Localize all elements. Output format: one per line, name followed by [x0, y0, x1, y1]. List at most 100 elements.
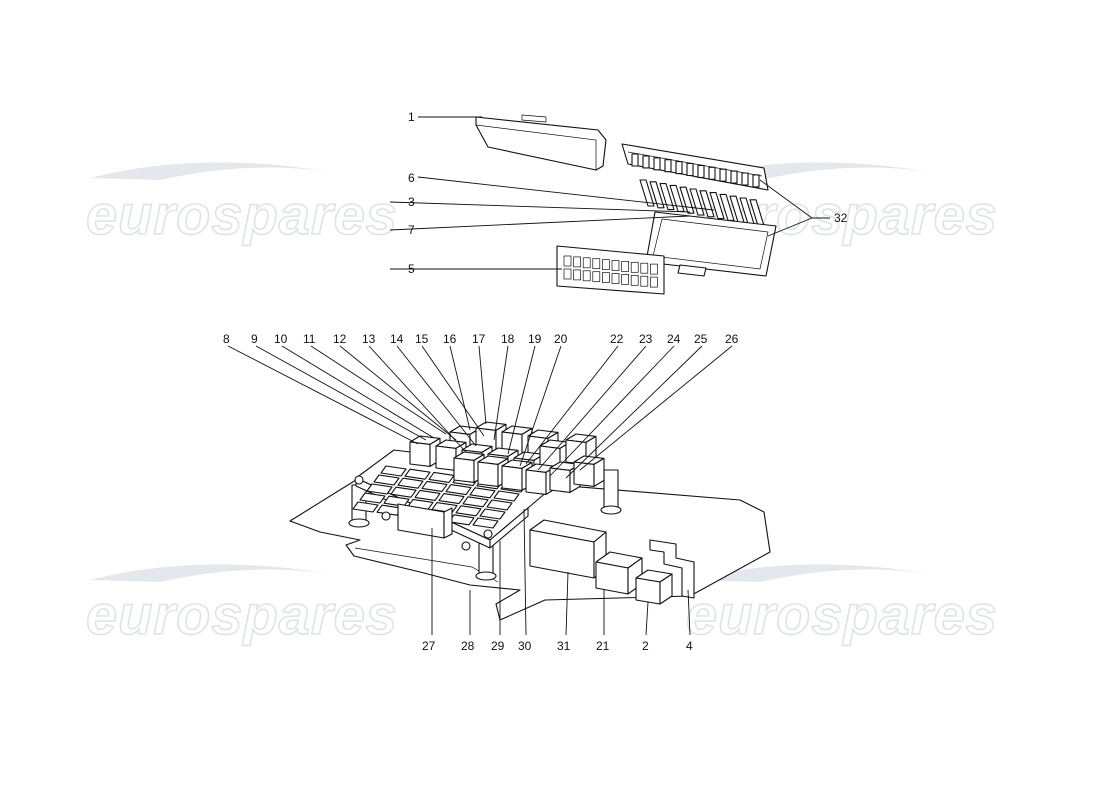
callout-14: 14: [390, 332, 404, 346]
fuse: [699, 190, 715, 218]
board-fuse: [455, 505, 482, 517]
fuse: [679, 186, 695, 214]
svg-text:eurospares: eurospares: [86, 583, 398, 646]
board-fuse: [469, 487, 496, 499]
board-fuse: [397, 477, 424, 489]
callout-7: 7: [408, 223, 415, 237]
leader-line: [255, 345, 427, 441]
label-cell: [582, 270, 591, 282]
callout-17: 17: [472, 332, 486, 346]
part-fuse-holder: [621, 143, 769, 191]
label-cell: [602, 272, 610, 283]
fuse: [649, 181, 665, 209]
leader-line: [579, 345, 733, 471]
callout-5: 5: [408, 262, 415, 276]
holder-slot: [675, 161, 683, 175]
label-cell: [573, 256, 581, 268]
callout-19: 19: [528, 332, 542, 346]
label-cell: [563, 268, 572, 280]
fuse: [659, 183, 675, 211]
relay: [501, 459, 533, 491]
board-fuse: [462, 496, 489, 508]
holder-slot: [730, 170, 738, 184]
board-fuse: [472, 517, 499, 529]
callout-21: 21: [596, 639, 610, 653]
leader-line: [368, 345, 467, 453]
callout-4: 4: [686, 639, 693, 653]
callout-25: 25: [694, 332, 708, 346]
holder-slot: [686, 162, 694, 177]
fuse: [639, 179, 655, 207]
callout-2: 2: [642, 639, 649, 653]
label-cell: [592, 258, 601, 270]
leader-line: [519, 345, 562, 467]
label-cell: [573, 269, 581, 281]
leader-line: [565, 345, 703, 479]
label-cell: [621, 274, 629, 285]
leader-line: [310, 345, 447, 435]
board-fuse: [373, 474, 400, 486]
callout-29: 29: [491, 639, 505, 653]
callout-22: 22: [610, 332, 624, 346]
label-cell: [640, 275, 649, 287]
watermark-top-left: eurospares: [85, 162, 398, 247]
part-relays: [409, 421, 605, 495]
label-cell: [640, 262, 649, 274]
part-fuse-tray: [645, 211, 777, 277]
leader-line: [493, 345, 509, 441]
relay: [573, 455, 605, 487]
board-fuse: [404, 468, 431, 480]
label-cell: [650, 276, 658, 288]
board-fuse: [352, 501, 379, 513]
board-fuse: [414, 489, 441, 501]
callout-28: 28: [461, 639, 475, 653]
leader-line: [281, 345, 435, 439]
callout-20: 20: [554, 332, 568, 346]
board-fuse: [445, 484, 472, 496]
leader-line: [421, 345, 485, 437]
svg-text:eurospares: eurospares: [686, 583, 998, 646]
label-cell: [611, 273, 620, 284]
leader-lines: [227, 116, 830, 636]
label-cell: [563, 255, 572, 267]
holder-slot: [642, 155, 650, 169]
label-cell: [621, 261, 629, 272]
callout-labels: 1 6 3 7 5 32 8 9 10 11 12 13 14 15 16 17…: [223, 110, 848, 653]
board-fuse: [493, 490, 520, 502]
callout-11: 11: [303, 332, 316, 346]
part-cover: [475, 114, 607, 171]
fuse: [719, 193, 735, 221]
part-bracket-4: [649, 539, 695, 599]
fuse: [709, 192, 725, 220]
leader-line: [396, 345, 477, 447]
callout-18: 18: [501, 332, 515, 346]
callout-15: 15: [415, 332, 429, 346]
leader-line: [549, 345, 675, 477]
callout-9: 9: [251, 332, 258, 346]
callout-27: 27: [422, 639, 436, 653]
label-cell: [630, 274, 639, 286]
callout-16: 16: [443, 332, 457, 346]
holder-slot: [719, 168, 727, 182]
leader-line: [449, 345, 471, 431]
part-fuse-label: [556, 245, 665, 295]
leader-line: [227, 345, 419, 445]
callout-24: 24: [667, 332, 681, 346]
callout-8: 8: [223, 332, 230, 346]
watermark-bottom-right: eurospares: [685, 564, 998, 647]
callout-23: 23: [639, 332, 653, 346]
holder-slot: [741, 172, 749, 186]
callout-13: 13: [362, 332, 376, 346]
holder-slot: [708, 166, 716, 180]
callout-30: 30: [518, 639, 532, 653]
board-fuse: [366, 483, 393, 495]
label-cell: [592, 271, 601, 283]
callout-3: 3: [408, 195, 415, 209]
callout-26: 26: [725, 332, 739, 346]
holder-slot: [664, 159, 672, 173]
label-cell: [582, 257, 591, 269]
board-fuse: [486, 499, 513, 511]
callout-6: 6: [408, 171, 415, 185]
board-fuse: [438, 493, 465, 505]
label-cell: [630, 261, 639, 273]
